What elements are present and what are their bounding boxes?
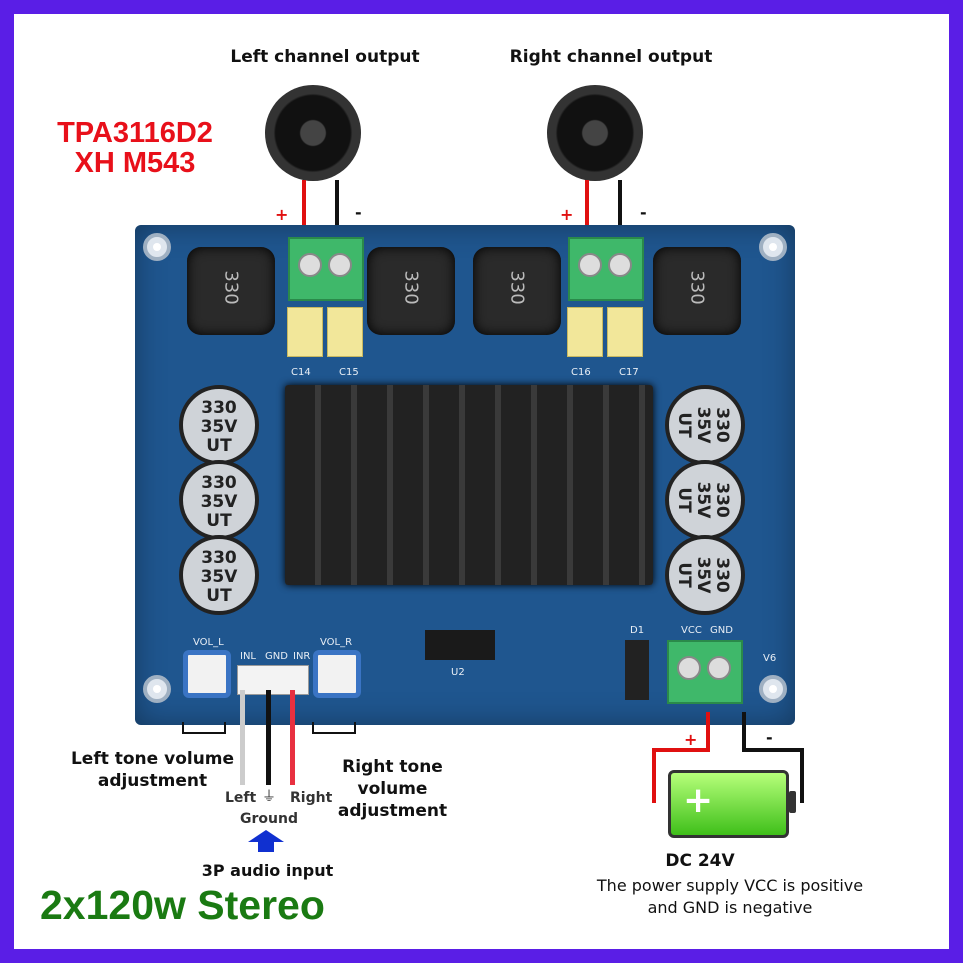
positive-power-wire-v — [652, 748, 656, 803]
positive-power-wire-up — [706, 712, 710, 752]
audio-input-connector[interactable] — [237, 665, 309, 695]
silk-u2: U2 — [451, 667, 465, 678]
film-capacitor — [287, 307, 323, 357]
power-rating-title: 2x120w Stereo — [40, 882, 325, 928]
silk-inl: INL — [240, 651, 257, 662]
model-line-1: TPA3116D2 — [57, 117, 213, 149]
power-minus-sign: - — [766, 728, 773, 747]
right-negative-wire — [618, 180, 622, 235]
inductor: 330 — [473, 247, 561, 335]
left-input-wire — [240, 690, 245, 785]
dc-voltage-label: DC 24V — [665, 851, 735, 871]
left-speaker-icon — [265, 85, 361, 181]
mount-hole — [759, 233, 787, 261]
mount-hole — [143, 233, 171, 261]
right-tone-bracket — [312, 722, 356, 734]
silk-vcc: VCC — [681, 625, 702, 636]
ground-input-wire — [266, 690, 271, 785]
left-negative-wire — [335, 180, 339, 235]
silk-inr: INR — [293, 651, 311, 662]
silk-c16: C16 — [571, 367, 591, 378]
left-channel-label: Left channel output — [230, 47, 420, 67]
right-speaker-icon — [547, 85, 643, 181]
film-capacitor — [567, 307, 603, 357]
mount-hole — [143, 675, 171, 703]
inductor: 330 — [187, 247, 275, 335]
film-capacitor — [607, 307, 643, 357]
arrow-up-icon-stem — [258, 842, 274, 852]
ground-label: Ground — [240, 811, 298, 827]
input-right-label: Right — [290, 790, 333, 806]
power-note: The power supply VCC is positive and GND… — [596, 876, 864, 917]
audio-input-label: 3P audio input — [201, 861, 334, 880]
right-input-wire — [290, 690, 295, 785]
mount-hole — [759, 675, 787, 703]
silk-vol-r: VOL_R — [320, 637, 353, 648]
silk-vol-l: VOL_L — [193, 637, 224, 648]
input-left-label: Left — [225, 790, 257, 806]
silk-c17: C17 — [619, 367, 639, 378]
silk-d1: D1 — [630, 625, 645, 636]
left-minus-sign: - — [355, 203, 362, 222]
opamp-chip — [425, 630, 495, 660]
silk-gnd: GND — [265, 651, 288, 662]
negative-power-wire-up — [742, 712, 746, 752]
inductor: 330 — [367, 247, 455, 335]
left-positive-wire — [302, 180, 306, 235]
model-line-2: XH M543 — [74, 147, 196, 179]
positive-power-wire — [652, 748, 710, 752]
negative-power-wire — [742, 748, 804, 752]
silk-v6: V6 — [763, 653, 777, 664]
power-plus-sign: + — [684, 730, 698, 749]
diode — [625, 640, 649, 700]
power-terminal[interactable] — [667, 640, 743, 704]
silk-c15: C15 — [339, 367, 359, 378]
ground-symbol-icon: ⏚ — [262, 789, 276, 805]
inductor: 330 — [653, 247, 741, 335]
arrow-up-icon — [248, 830, 284, 842]
right-speaker-terminal[interactable] — [568, 237, 644, 301]
model-title: TPA3116D2 XH M543 — [30, 118, 240, 178]
silk-gnd2: GND — [710, 625, 733, 636]
left-plus-sign: + — [275, 205, 289, 224]
left-speaker-terminal[interactable] — [288, 237, 364, 301]
right-minus-sign: - — [640, 203, 647, 222]
right-plus-sign: + — [560, 205, 574, 224]
right-channel-label: Right channel output — [509, 47, 713, 67]
left-tone-bracket — [182, 722, 226, 734]
right-volume-potentiometer[interactable] — [313, 650, 361, 698]
film-capacitor — [327, 307, 363, 357]
left-volume-potentiometer[interactable] — [183, 650, 231, 698]
negative-power-wire-v — [800, 748, 804, 803]
right-positive-wire — [585, 180, 589, 235]
heatsink — [285, 385, 653, 585]
silk-c14: C14 — [291, 367, 311, 378]
battery-icon: + — [668, 770, 796, 838]
